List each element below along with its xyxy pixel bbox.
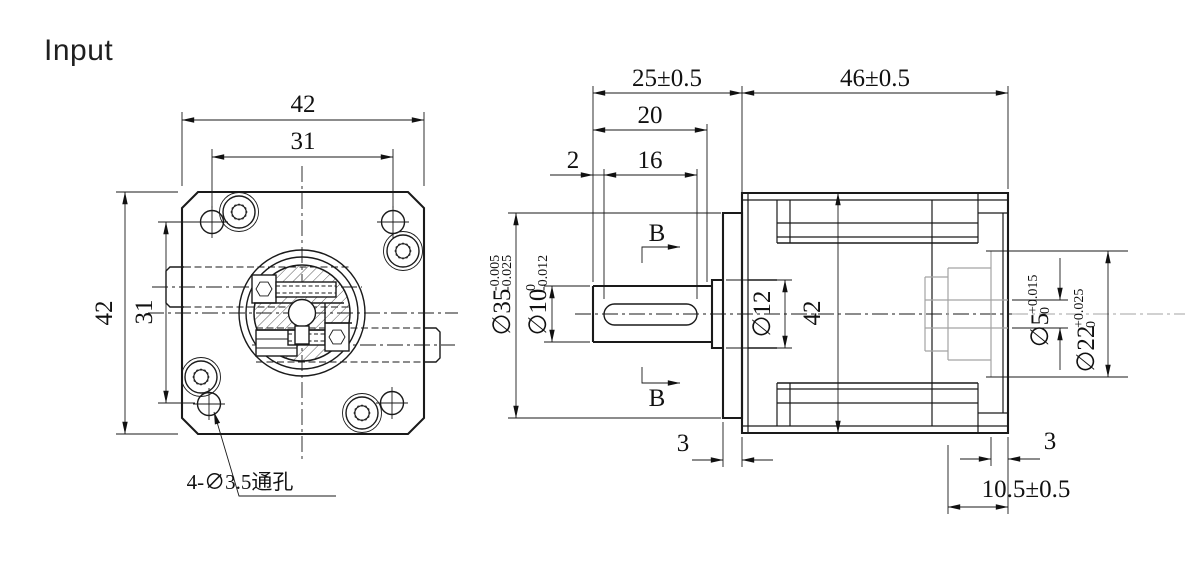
dim-body-length: 46±0.5	[840, 65, 910, 92]
side-view: B B 25±0.5 46±0.5 20 16 2	[488, 65, 1185, 514]
front-view: 42 31 42 31 4-∅3.5通孔	[91, 91, 458, 497]
dim-key-offset: 2	[567, 147, 580, 174]
dim-shaft-length: 25±0.5	[632, 65, 702, 92]
section-label-top: B	[649, 220, 666, 247]
svg-text:∅22: ∅22	[1073, 326, 1100, 373]
sv-top-dimensions: 25±0.5 46±0.5 20 16 2	[550, 65, 1009, 299]
dim-bolt-span-v: 31	[131, 300, 158, 325]
dim-keyway-length: 16	[638, 147, 663, 174]
screw-bottom-right	[342, 393, 382, 433]
sv-section-marks: B B	[641, 220, 681, 412]
sv-shaft	[591, 278, 724, 350]
dim-pilot-dia: ∅35 -0.005 -0.025	[488, 255, 516, 336]
fv-right-tab	[423, 327, 441, 363]
fv-through-holes	[193, 206, 409, 420]
fv-bore	[238, 249, 366, 377]
sv-rear-phantom	[924, 251, 1008, 377]
svg-text:+0.015: +0.015	[1026, 275, 1041, 314]
screw-top-right	[383, 231, 423, 271]
screw-top-left	[219, 192, 259, 232]
svg-text:+0.025: +0.025	[1072, 289, 1087, 328]
dim-shaft-dia: ∅10 0 -0.012	[524, 255, 552, 336]
dim-rear-recess: 3	[1044, 428, 1057, 455]
hole-callout: 4-∅3.5通孔	[187, 470, 294, 494]
sv-body-internals	[742, 193, 1008, 433]
dim-rear-bore-dia: ∅22 +0.025 0	[1072, 289, 1100, 373]
svg-text:∅10: ∅10	[525, 289, 552, 336]
sv-diameter-dimensions: ∅35 -0.005 -0.025 ∅10 0 -0.012 ∅12 42	[488, 192, 1128, 434]
section-label-bottom: B	[649, 385, 666, 412]
fv-flange-outline	[180, 190, 426, 436]
svg-text:∅35: ∅35	[489, 289, 516, 336]
svg-text:0: 0	[524, 284, 539, 291]
dim-rear-center-dia: ∅5 +0.015 0	[1026, 275, 1054, 348]
page-title: Input	[44, 34, 114, 67]
sv-pilot-disc	[721, 211, 744, 420]
svg-text:0: 0	[1038, 307, 1053, 314]
fv-screws	[181, 192, 423, 433]
dim-body-height: 42	[799, 301, 826, 326]
dim-rear-length: 10.5±0.5	[982, 476, 1071, 503]
dim-bore-dia: ∅12	[749, 291, 776, 338]
sv-body	[740, 191, 1010, 435]
dim-width: 42	[291, 91, 316, 118]
hole-bottom-left	[193, 388, 225, 420]
svg-text:0: 0	[1084, 321, 1099, 328]
hole-top-left	[196, 206, 228, 238]
dim-shoulder-length: 20	[638, 102, 663, 129]
hole-bottom-right	[376, 387, 408, 419]
screw-bottom-left	[181, 357, 221, 397]
dim-bolt-span-h: 31	[291, 128, 316, 155]
dim-height: 42	[91, 301, 118, 326]
sv-bottom-dimensions: 3 3 10.5±0.5	[677, 422, 1071, 514]
svg-text:-0.025: -0.025	[500, 255, 515, 291]
hole-top-right	[377, 206, 409, 238]
svg-text:∅5: ∅5	[1027, 313, 1054, 347]
fv-dimensions: 42 31 42 31 4-∅3.5通孔	[91, 91, 425, 497]
svg-text:-0.012: -0.012	[536, 255, 551, 291]
dim-pilot-thickness: 3	[677, 430, 690, 457]
sv-keyway	[603, 303, 698, 326]
svg-text:-0.005: -0.005	[488, 255, 503, 291]
